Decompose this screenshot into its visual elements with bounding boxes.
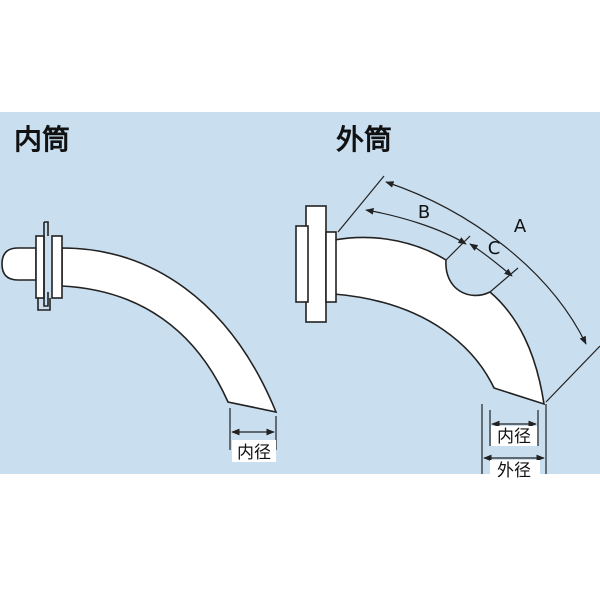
outer-tube-collar (325, 231, 337, 303)
inner-tube-figure (1, 221, 278, 414)
inner-tube-title: 内筒 (14, 123, 71, 156)
inner-diameter-label-bg (232, 440, 276, 462)
outer-inner-diameter-label-bg (491, 426, 537, 446)
outer-tube-flange-inner (295, 225, 309, 303)
inner-tube-clip (43, 221, 49, 307)
dimension-c-label: C (488, 238, 501, 259)
inner-tube-body (61, 247, 278, 414)
dimension-b-label: B (418, 202, 430, 223)
outer-outer-diameter-label-bg (490, 460, 540, 480)
dimension-b (365, 208, 471, 261)
outer-tube-title: 外筒 (336, 123, 393, 156)
inner-tube-flange-right (51, 235, 63, 299)
outer-tube-diameter-dimensions (481, 404, 547, 474)
inner-tube-clip-lower (37, 298, 51, 311)
dimension-c (469, 243, 519, 293)
inner-tube-flange-left (35, 235, 45, 299)
outer-outer-diameter-label: 外径 (497, 461, 531, 481)
outer-inner-diameter-label: 内径 (497, 427, 531, 447)
outer-tube-flange (305, 205, 327, 323)
inner-tube-end-cap (1, 247, 37, 281)
dimension-a-label: A (514, 216, 527, 237)
inner-diameter-label: 内径 (237, 443, 271, 463)
